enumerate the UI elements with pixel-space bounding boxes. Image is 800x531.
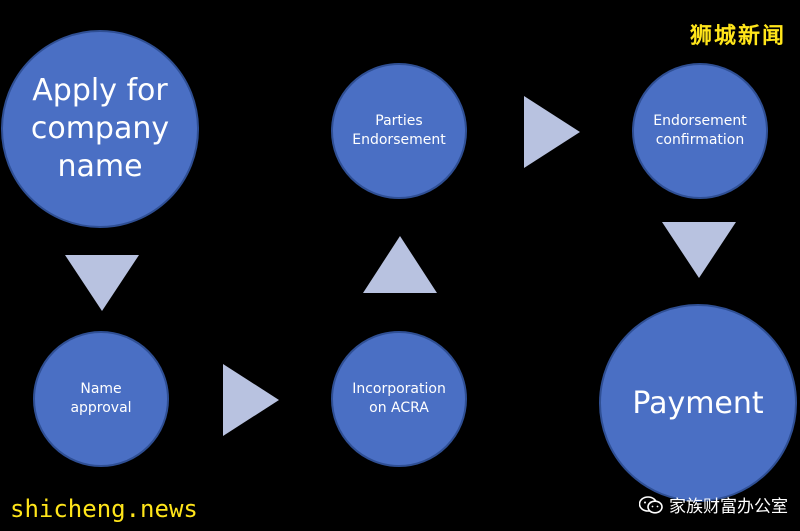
node-name-approval-label: Name approval [70,381,132,416]
arrow-down-2 [662,222,736,278]
node-apply-company-name: Apply for company name [1,30,199,228]
node-apply-label: Apply for company name [30,73,170,184]
arrow-up-1 [363,236,437,293]
node-payment: Payment [599,304,797,502]
arrow-down-1 [65,255,139,311]
node-incorporation-acra: Incorporation on ACRA [331,331,467,467]
brand-watermark: 狮城新闻 [689,24,786,49]
arrow-right-2 [524,96,580,168]
wechat-watermark: 家族财富办公室 [639,492,788,517]
node-endorsement-confirmation: Endorsement confirmation [632,63,768,199]
wechat-icon [639,495,663,514]
node-parties-label: Parties Endorsement [352,113,446,148]
node-payment-label: Payment [632,385,764,421]
node-incorporation-label: Incorporation on ACRA [352,381,446,416]
site-watermark: shicheng.news [10,495,198,523]
wechat-label: 家族财富办公室 [669,497,788,517]
node-parties-endorsement: Parties Endorsement [331,63,467,199]
node-name-approval: Name approval [33,331,169,467]
node-endorse-confirm-label: Endorsement confirmation [653,113,747,148]
arrow-right-1 [223,364,279,436]
